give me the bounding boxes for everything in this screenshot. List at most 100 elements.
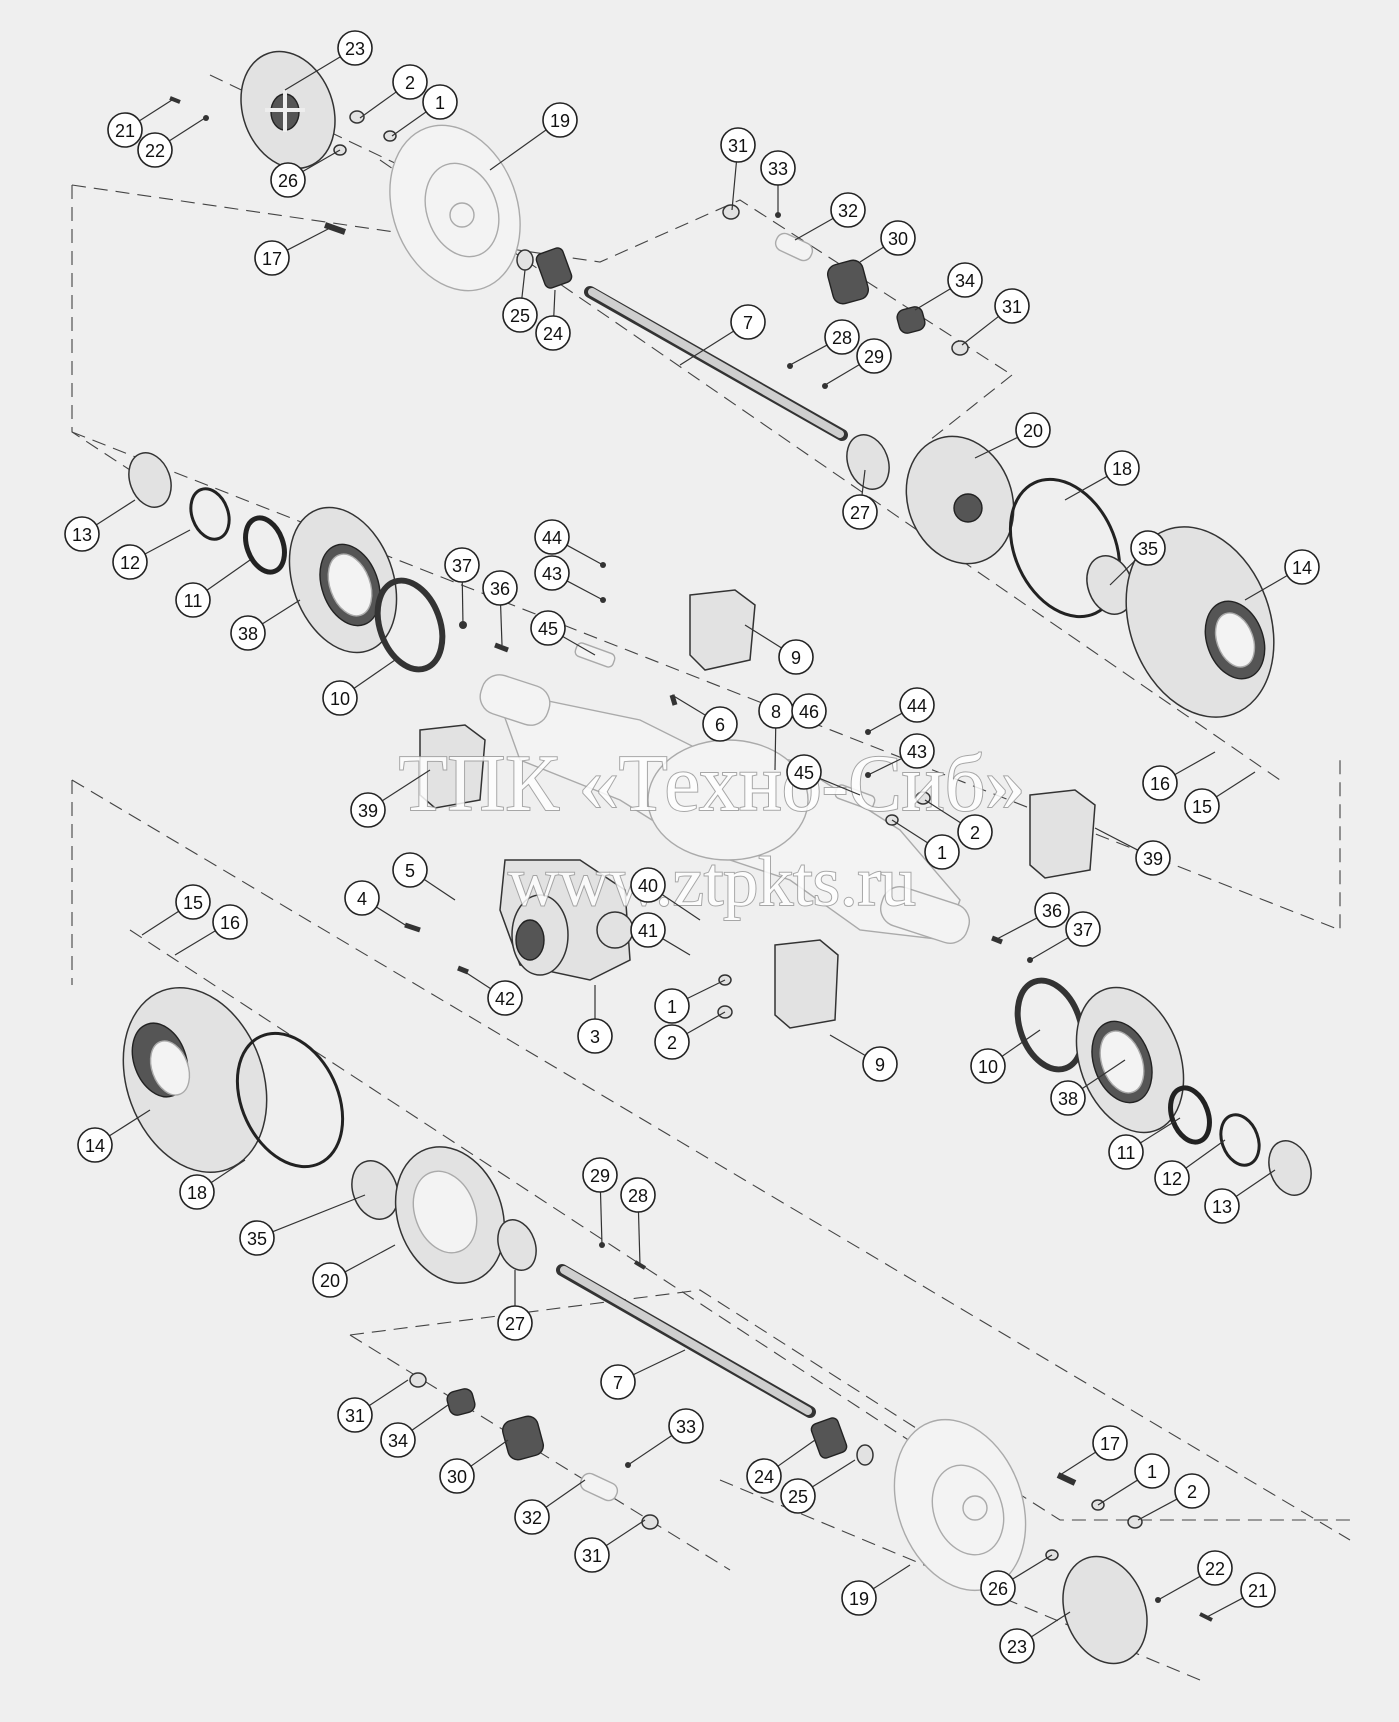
callout-label: 45: [538, 619, 558, 639]
callout-label: 39: [358, 801, 378, 821]
leader-line-21: [1204, 1597, 1244, 1619]
leader-line-32: [794, 217, 834, 241]
leader-line-30: [470, 1439, 509, 1467]
callout-label: 29: [590, 1166, 610, 1186]
callout-label: 17: [262, 249, 282, 269]
callout-label: 43: [907, 742, 927, 762]
callout-40: 40: [630, 867, 666, 903]
leader-line-1: [891, 819, 929, 844]
callout-43: 43: [534, 555, 570, 591]
callout-19: 19: [841, 1580, 877, 1616]
leader-line-23: [1030, 1611, 1071, 1638]
leader-line-18: [1064, 475, 1108, 501]
callout-23: 23: [337, 30, 373, 66]
callout-label: 17: [1100, 1434, 1120, 1454]
callout-label: 15: [1192, 797, 1212, 817]
leader-line-41: [662, 938, 691, 956]
leader-line-16: [174, 930, 216, 956]
callout-9: 9: [778, 639, 814, 675]
callout-label: 44: [542, 528, 562, 548]
bottom-planet-gear-set: [409, 1242, 874, 1530]
callout-label: 2: [970, 823, 980, 843]
leader-line-38: [262, 599, 301, 625]
leader-line-45: [819, 777, 861, 796]
callout-37: 37: [444, 547, 480, 583]
leader-line-14: [1244, 574, 1288, 601]
leader-line-43: [566, 580, 604, 601]
callout-10: 10: [970, 1048, 1006, 1084]
callout-label: 23: [1007, 1637, 1027, 1657]
leader-line-17: [286, 227, 331, 251]
callout-33: 33: [668, 1408, 704, 1444]
leader-line-30: [859, 246, 884, 263]
callout-24: 24: [746, 1458, 782, 1494]
callout-39: 39: [350, 792, 386, 828]
leader-line-2: [1137, 1498, 1178, 1521]
callout-label: 24: [754, 1467, 774, 1487]
leader-line-4: [376, 906, 411, 929]
callout-46: 46: [791, 693, 827, 729]
top-axle-shaft: [584, 286, 848, 441]
callout-22: 22: [1197, 1550, 1233, 1586]
callout-label: 31: [582, 1546, 602, 1566]
leader-line-32: [545, 1479, 586, 1508]
callout-17: 17: [254, 240, 290, 276]
callout-label: 32: [522, 1508, 542, 1528]
callout-11: 11: [175, 582, 211, 618]
callout-label: 23: [345, 39, 365, 59]
callout-label: 42: [495, 989, 515, 1009]
callout-19: 19: [542, 102, 578, 138]
leader-line-37: [461, 581, 464, 626]
callout-42: 42: [487, 980, 523, 1016]
leader-line-12: [144, 529, 191, 555]
callout-label: 13: [72, 525, 92, 545]
leader-line-26: [1012, 1554, 1053, 1580]
bottom-wheel-hub: [893, 1418, 1027, 1592]
callout-13: 13: [1204, 1188, 1240, 1224]
top-wheel-hub: [389, 124, 521, 292]
callout-20: 20: [1015, 412, 1051, 448]
callout-39: 39: [1135, 840, 1171, 876]
leader-line-13: [1235, 1169, 1276, 1197]
callout-label: 2: [667, 1033, 677, 1053]
callout-45: 45: [530, 610, 566, 646]
leader-line-20: [344, 1244, 396, 1273]
leader-line-24: [777, 1439, 816, 1467]
callout-label: 3: [590, 1027, 600, 1047]
callout-13: 13: [64, 516, 100, 552]
callout-26: 26: [980, 1570, 1016, 1606]
callout-35: 35: [239, 1220, 275, 1256]
leader-line-15: [1215, 771, 1256, 798]
leader-line-22: [1157, 1575, 1201, 1601]
bottom-o-ring-and-bearing: [235, 1031, 399, 1220]
callout-10: 10: [322, 680, 358, 716]
leader-line-7: [679, 330, 734, 366]
callout-29: 29: [856, 338, 892, 374]
callout-label: 26: [278, 171, 298, 191]
bottom-ring-gear: [394, 1146, 537, 1284]
leader-line-15: [141, 910, 180, 936]
callout-22: 22: [137, 132, 173, 168]
callout-21: 21: [107, 112, 143, 148]
leader-line-7: [633, 1349, 686, 1376]
leader-line-44: [867, 712, 903, 733]
callout-label: 44: [907, 696, 927, 716]
callout-label: 2: [1187, 1482, 1197, 1502]
callout-4: 4: [344, 880, 380, 916]
callout-label: 9: [791, 648, 801, 668]
callout-label: 36: [1042, 901, 1062, 921]
callout-7: 7: [600, 1364, 636, 1400]
callout-28: 28: [824, 319, 860, 355]
callout-label: 20: [320, 1271, 340, 1291]
callout-label: 19: [550, 111, 570, 131]
callout-30: 30: [439, 1458, 475, 1494]
callout-1: 1: [422, 84, 458, 120]
brake-calipers: [419, 589, 1096, 1029]
callout-12: 12: [112, 544, 148, 580]
leader-line-20: [974, 436, 1018, 459]
callout-14: 14: [1284, 549, 1320, 585]
callout-label: 7: [743, 313, 753, 333]
callout-label: 31: [345, 1406, 365, 1426]
callout-31: 31: [720, 127, 756, 163]
